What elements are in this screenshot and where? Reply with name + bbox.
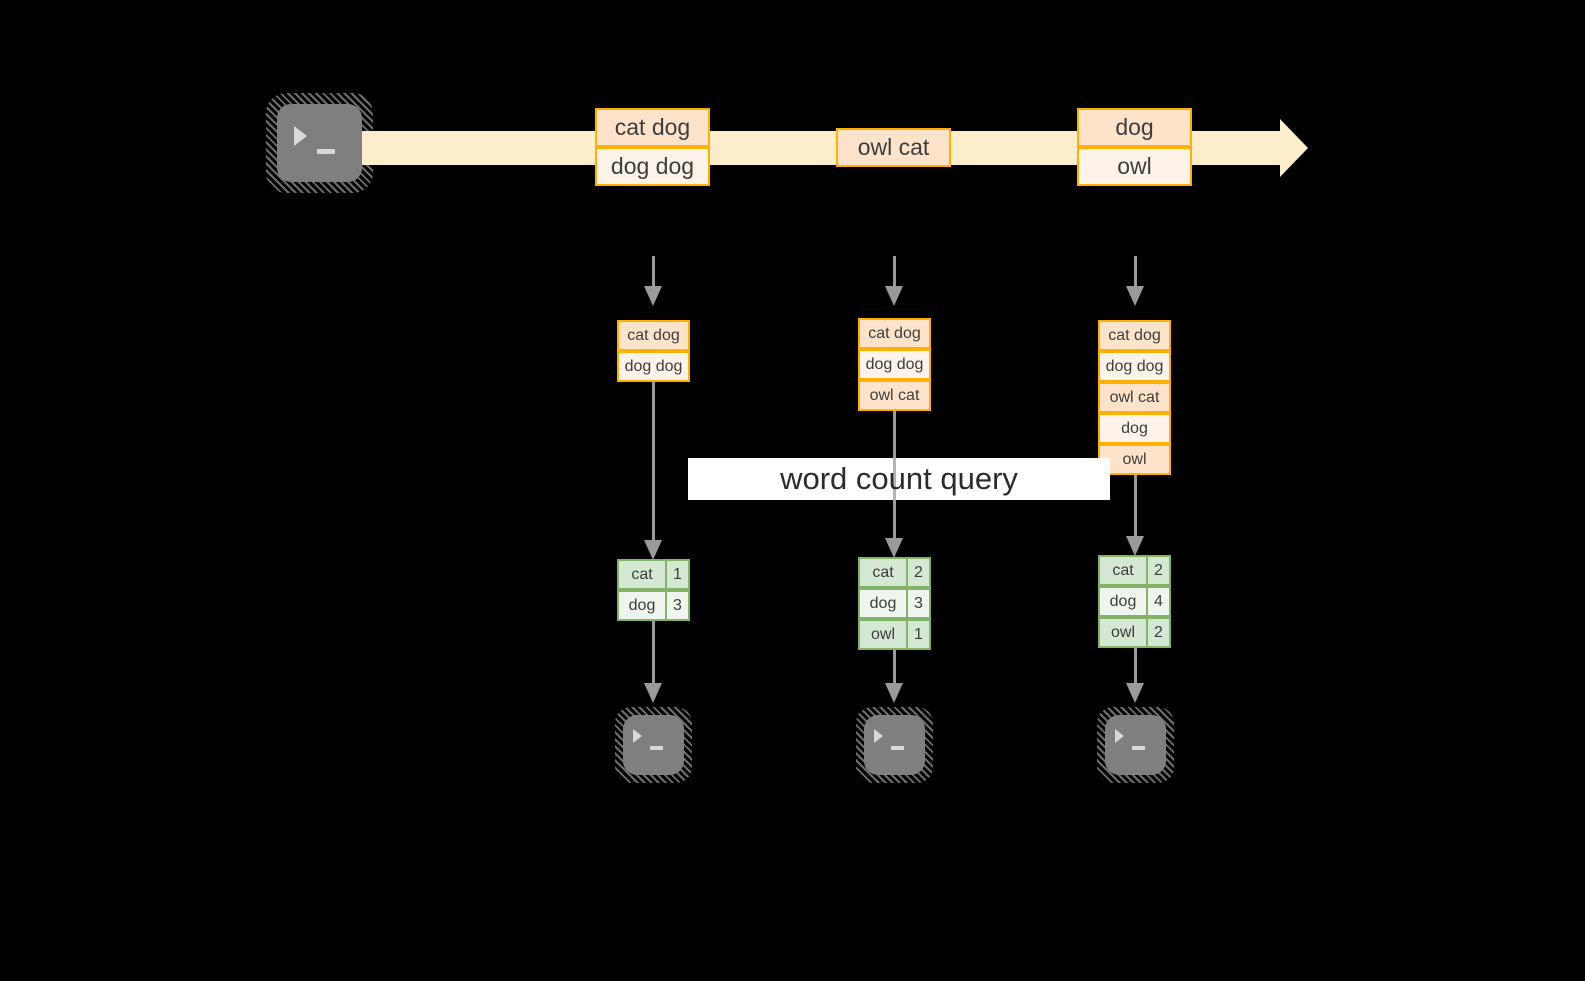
snapshot-3-feed-arrowhead [1126, 286, 1144, 306]
snapshot-1-result-word: cat [617, 559, 667, 590]
snapshot-2-result-count: 3 [906, 588, 931, 619]
snapshot-2-query-line-overlay [893, 458, 896, 500]
terminal-underscore-icon [1132, 746, 1145, 750]
snapshot-1-feed-line [652, 256, 655, 286]
snapshot-1-result-count: 1 [665, 559, 690, 590]
snapshot-3-result-count: 4 [1146, 586, 1171, 617]
snapshot-3-sink-line [1134, 648, 1137, 687]
stream-event-3-line-1: dog [1077, 108, 1192, 147]
snapshot-1-sink-terminal-icon [615, 707, 692, 783]
snapshot-1-result-word: dog [617, 590, 667, 621]
snapshot-3-input-row: owl cat [1098, 382, 1171, 413]
snapshot-3-result-word: owl [1098, 617, 1148, 648]
snapshot-3-result-count: 2 [1146, 617, 1171, 648]
snapshot-1-feed-arrowhead [644, 286, 662, 306]
snapshot-2-input-row: cat dog [858, 318, 931, 349]
snapshot-3-sink-arrowhead [1126, 683, 1144, 703]
snapshot-3-query-arrowhead [1126, 536, 1144, 556]
terminal-underscore-icon [891, 746, 904, 750]
snapshot-2-query-arrowhead [885, 538, 903, 558]
snapshot-1-input-row: cat dog [617, 320, 690, 351]
snapshot-1-result-count: 3 [665, 590, 690, 621]
snapshot-2-sink-terminal-icon [856, 707, 933, 783]
terminal-body [277, 104, 362, 182]
snapshot-3-feed-line [1134, 256, 1137, 286]
snapshot-3-result-word: dog [1098, 586, 1148, 617]
terminal-body [864, 715, 925, 775]
terminal-chevron-icon [633, 729, 642, 743]
snapshot-1-input-row: dog dog [617, 351, 690, 382]
snapshot-2-input-row: owl cat [858, 380, 931, 411]
snapshot-1-sink-line [652, 621, 655, 687]
snapshot-2-result-word: dog [858, 588, 908, 619]
snapshot-1-sink-arrowhead [644, 683, 662, 703]
snapshot-3-result-count: 2 [1146, 555, 1171, 586]
terminal-chevron-icon [294, 126, 307, 146]
snapshot-3-query-line [1134, 475, 1137, 545]
stream-event-3-line-2: owl [1077, 147, 1192, 186]
snapshot-2-feed-line [893, 256, 896, 286]
stream-event-1-line-2: dog dog [595, 147, 710, 186]
snapshot-3-result-word: cat [1098, 555, 1148, 586]
snapshot-2-input-row: dog dog [858, 349, 931, 380]
snapshot-2-feed-arrowhead [885, 286, 903, 306]
query-label: word count query [780, 461, 1018, 496]
snapshot-3-input-row: dog [1098, 413, 1171, 444]
terminal-underscore-icon [317, 149, 335, 154]
stream-event-2-line-1: owl cat [836, 128, 951, 167]
terminal-body [1105, 715, 1166, 775]
snapshot-2-result-word: cat [858, 557, 908, 588]
snapshot-2-sink-arrowhead [885, 683, 903, 703]
source-terminal-icon [266, 93, 373, 193]
event-stream-arrowhead [1280, 119, 1308, 177]
snapshot-2-result-count: 2 [906, 557, 931, 588]
snapshot-2-sink-line [893, 650, 896, 687]
query-label-band [688, 458, 1110, 500]
snapshot-2-result-word: owl [858, 619, 908, 650]
terminal-underscore-icon [650, 746, 663, 750]
snapshot-3-input-row: dog dog [1098, 351, 1171, 382]
terminal-chevron-icon [1115, 729, 1124, 743]
terminal-body [623, 715, 684, 775]
snapshot-3-input-row: cat dog [1098, 320, 1171, 351]
snapshot-1-query-line [652, 382, 655, 548]
stream-event-1-line-1: cat dog [595, 108, 710, 147]
snapshot-3-sink-terminal-icon [1097, 707, 1174, 783]
snapshot-2-result-count: 1 [906, 619, 931, 650]
terminal-chevron-icon [874, 729, 883, 743]
snapshot-1-query-arrowhead [644, 540, 662, 560]
